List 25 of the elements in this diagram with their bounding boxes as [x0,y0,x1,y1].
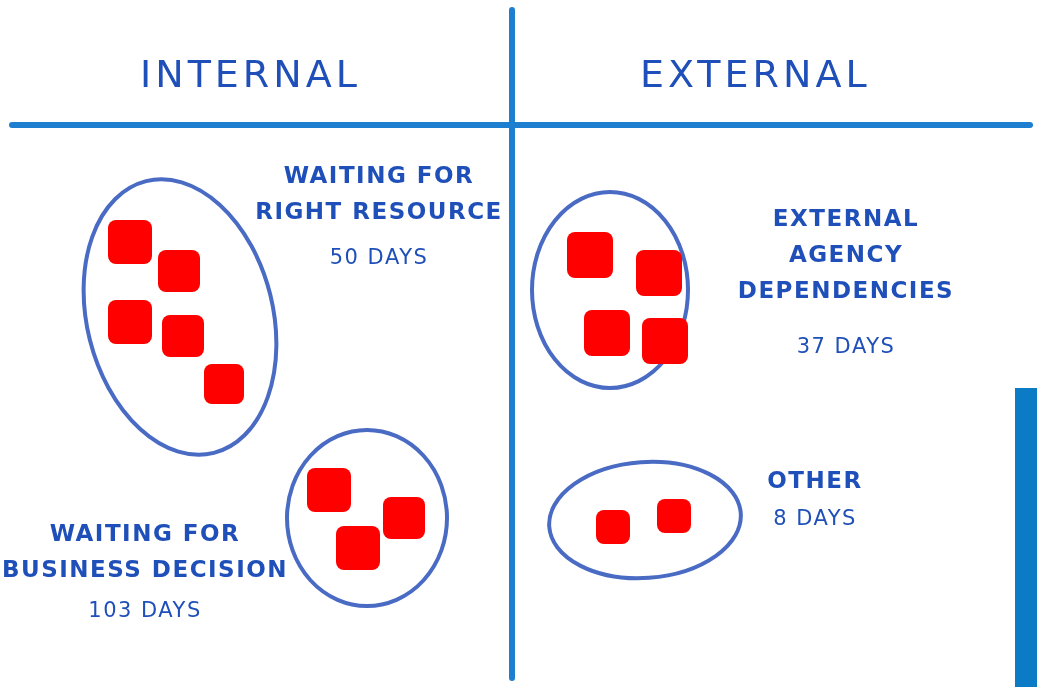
column-heading: EXTERNAL [640,52,871,96]
sticky-note [567,232,613,278]
sticky-note [596,510,630,544]
column-heading: INTERNAL [140,52,361,96]
sticky-note [642,318,688,364]
duration-text: 50 DAYS [328,245,430,269]
sticky-note [204,364,244,404]
group-heading: WAITING FOR RIGHT RESOURCE [255,161,503,226]
group-heading: EXTERNAL AGENCY DEPENDENCIES [736,204,956,305]
side-bar [1015,388,1037,687]
sticky-note [336,526,380,570]
duration-text: 37 DAYS [795,334,897,358]
sticky-note [383,497,425,539]
sticky-note [636,250,682,296]
group-heading: OTHER [766,466,864,495]
sticky-note [108,220,152,264]
duration-text: 103 DAYS [87,598,203,622]
sticky-note [108,300,152,344]
duration-text: 8 DAYS [772,506,858,530]
sticky-note [307,468,351,512]
sticky-note [584,310,630,356]
sticky-note [162,315,204,357]
group-heading: WAITING FOR BUSINESS DECISION [0,519,290,584]
sticky-note [158,250,200,292]
sticky-note [657,499,691,533]
